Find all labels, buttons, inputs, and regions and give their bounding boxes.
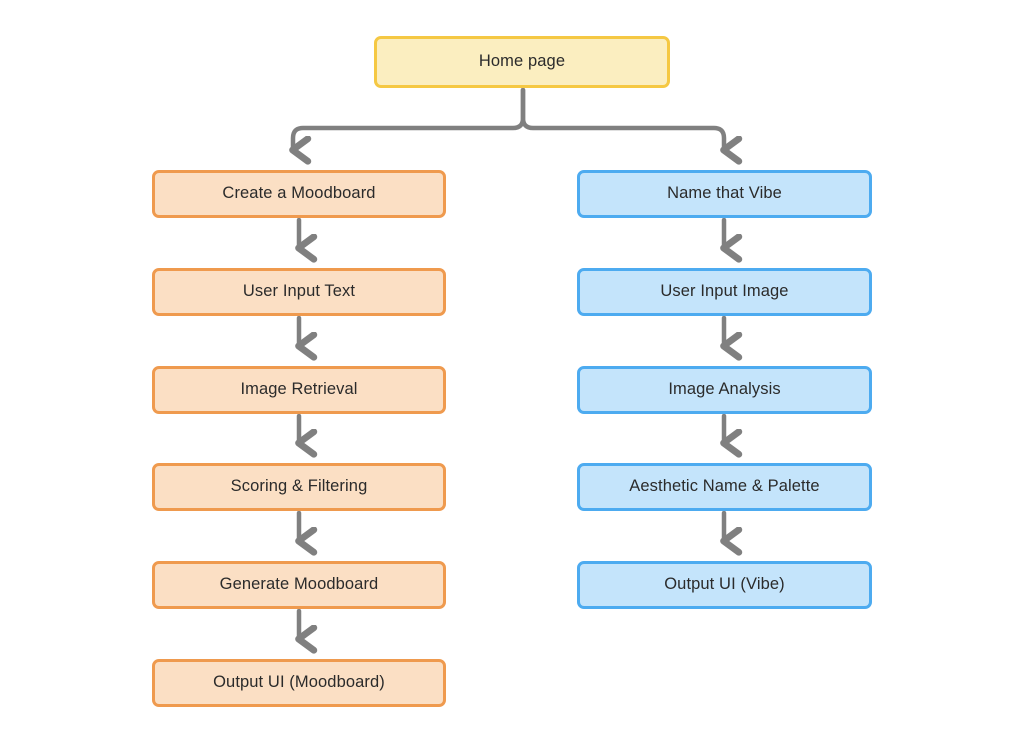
node-user-input-image[interactable]: User Input Image bbox=[577, 268, 872, 316]
node-image-retrieval[interactable]: Image Retrieval bbox=[152, 366, 446, 414]
node-create-a-moodboard[interactable]: Create a Moodboard bbox=[152, 170, 446, 218]
node-name-that-vibe[interactable]: Name that Vibe bbox=[577, 170, 872, 218]
node-output-ui-moodboard[interactable]: Output UI (Moodboard) bbox=[152, 659, 446, 707]
node-aesthetic-name-and-palette[interactable]: Aesthetic Name & Palette bbox=[577, 463, 872, 511]
node-user-input-text[interactable]: User Input Text bbox=[152, 268, 446, 316]
node-output-ui-vibe[interactable]: Output UI (Vibe) bbox=[577, 561, 872, 609]
node-home-page[interactable]: Home page bbox=[374, 36, 670, 88]
connector-root-split bbox=[293, 87, 724, 150]
node-image-analysis[interactable]: Image Analysis bbox=[577, 366, 872, 414]
node-generate-moodboard[interactable]: Generate Moodboard bbox=[152, 561, 446, 609]
node-scoring-and-filtering[interactable]: Scoring & Filtering bbox=[152, 463, 446, 511]
